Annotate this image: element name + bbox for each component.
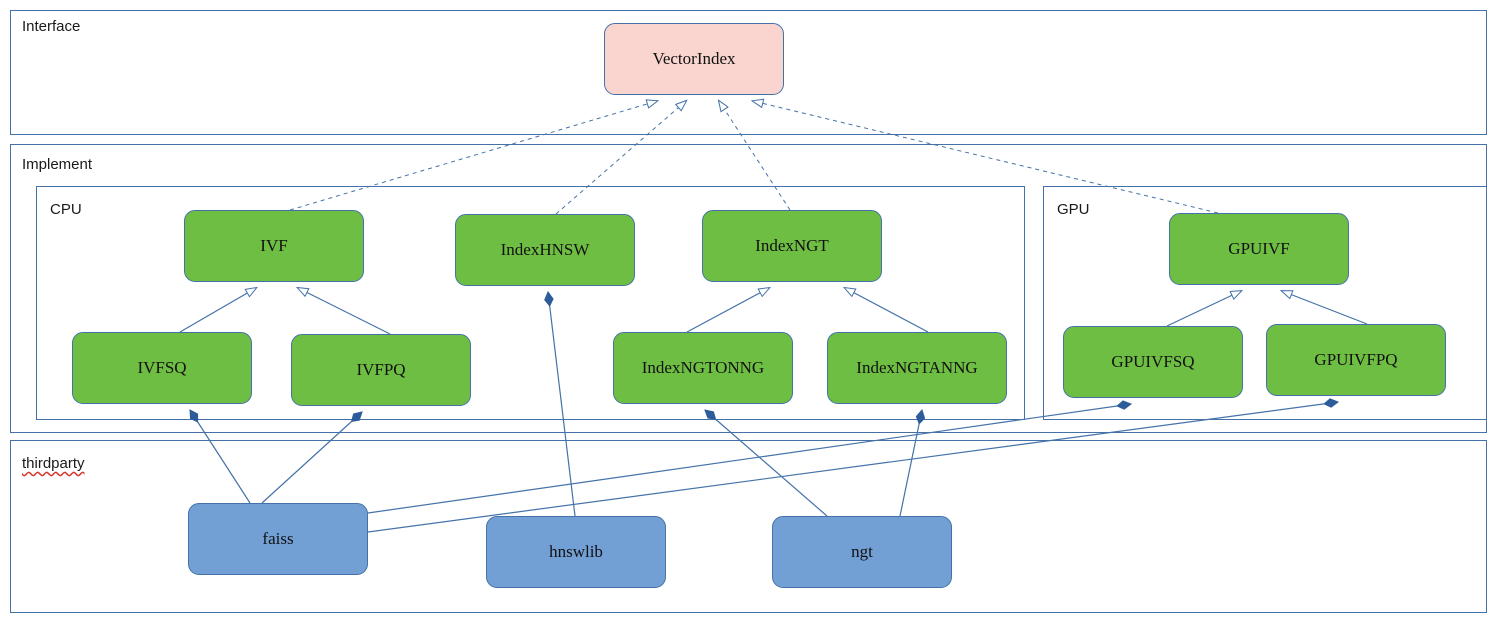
container-label-implement: Implement	[22, 156, 93, 173]
class-node-label-indexngtanng: IndexNGTANNG	[856, 358, 978, 377]
class-node-ivf[interactable]: IVF	[184, 210, 364, 282]
class-node-label-gpuivf: GPUIVF	[1228, 239, 1290, 258]
class-node-indexhnsw[interactable]: IndexHNSW	[455, 214, 635, 286]
class-node-vectorindex[interactable]: VectorIndex	[604, 23, 784, 95]
class-node-label-gpuivfsq: GPUIVFSQ	[1111, 352, 1195, 371]
container-label-gpu: GPU	[1057, 201, 1090, 218]
class-node-gpuivfsq[interactable]: GPUIVFSQ	[1063, 326, 1243, 398]
class-node-label-hnswlib: hnswlib	[549, 542, 603, 561]
container-label-interface: Interface	[22, 18, 81, 35]
class-node-indexngtonng[interactable]: IndexNGTONNG	[613, 332, 793, 404]
class-node-label-ivfpq: IVFPQ	[356, 360, 406, 379]
class-node-indexngtanng[interactable]: IndexNGTANNG	[827, 332, 1007, 404]
class-node-hnswlib[interactable]: hnswlib	[486, 516, 666, 588]
class-node-label-indexngt: IndexNGT	[755, 236, 829, 255]
container-label-cpu: CPU	[50, 201, 82, 218]
class-node-gpuivfpq[interactable]: GPUIVFPQ	[1266, 324, 1446, 396]
class-node-gpuivf[interactable]: GPUIVF	[1169, 213, 1349, 285]
container-label-thirdparty: thirdparty	[22, 455, 85, 472]
class-node-label-gpuivfpq: GPUIVFPQ	[1314, 350, 1398, 369]
class-node-label-ivf: IVF	[260, 236, 288, 255]
class-node-ngt[interactable]: ngt	[772, 516, 952, 588]
class-node-faiss[interactable]: faiss	[188, 503, 368, 575]
class-node-ivfsq[interactable]: IVFSQ	[72, 332, 252, 404]
class-node-label-indexngtonng: IndexNGTONNG	[641, 358, 765, 377]
class-node-ivfpq[interactable]: IVFPQ	[291, 334, 471, 406]
class-node-label-ngt: ngt	[851, 542, 873, 561]
class-node-label-ivfsq: IVFSQ	[137, 358, 187, 377]
class-node-indexngt[interactable]: IndexNGT	[702, 210, 882, 282]
class-node-label-indexhnsw: IndexHNSW	[500, 240, 590, 259]
class-node-label-vectorindex: VectorIndex	[652, 49, 736, 68]
class-node-label-faiss: faiss	[262, 529, 294, 548]
